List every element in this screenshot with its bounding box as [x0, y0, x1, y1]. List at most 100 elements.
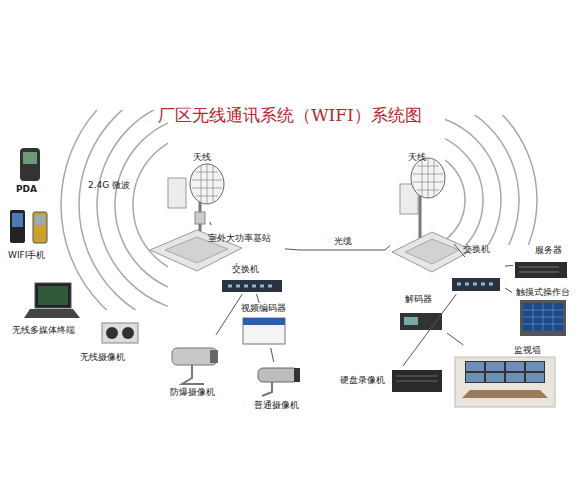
cable-line — [257, 294, 260, 303]
console-icon — [520, 300, 566, 336]
wave-arc — [61, 110, 168, 310]
switch-ports — [457, 283, 493, 286]
device-label: 无线多媒体终端 — [12, 325, 75, 336]
recorder-body — [392, 370, 442, 392]
server-body — [515, 262, 567, 278]
device-node: 监视墙 — [452, 345, 562, 409]
switch-body — [222, 280, 282, 292]
wave-arc — [445, 150, 465, 245]
cable-line — [403, 294, 457, 366]
cable-line — [271, 348, 274, 362]
room — [455, 357, 555, 407]
console-frame — [520, 300, 566, 336]
device-label: 解码器 — [405, 294, 432, 305]
cable-line — [216, 294, 242, 335]
wave-arc — [445, 132, 483, 245]
encoder-top — [243, 318, 285, 325]
device-label: 室外大功率基站 — [208, 233, 271, 244]
wall-tiles — [466, 362, 544, 382]
antenna-icon — [168, 164, 224, 238]
monitor-wall-icon — [455, 357, 555, 407]
device-label: 无线摄像机 — [80, 352, 125, 363]
pda-body — [20, 148, 40, 181]
camera-bracket — [182, 365, 204, 384]
device-node: 普通摄像机 — [248, 362, 310, 412]
explosion-proof-camera-icon — [172, 348, 218, 384]
dish-grid — [192, 164, 222, 204]
cable-line — [285, 246, 390, 250]
device-node: 天线 — [390, 150, 465, 275]
device-label: 天线 — [408, 152, 426, 163]
device-node: 服务器 — [513, 245, 573, 280]
cable-line — [447, 333, 463, 345]
device-node: 天线 — [165, 150, 230, 222]
radio-waves — [61, 110, 168, 310]
wave-arc — [445, 115, 537, 245]
device-label: 防爆摄像机 — [170, 387, 215, 398]
cable-line — [505, 265, 513, 267]
base-station-top — [405, 239, 459, 264]
device-label: 普通摄像机 — [254, 400, 299, 411]
switch-body — [452, 278, 500, 291]
grid-dish — [190, 164, 224, 204]
laptop-display — [38, 286, 68, 305]
cable-line — [210, 222, 211, 225]
device-label: WIFI手机 — [8, 250, 45, 261]
console-grid — [523, 303, 563, 331]
wave-arc — [115, 115, 168, 295]
laptop-base — [24, 309, 80, 318]
camera-front — [294, 368, 300, 382]
device-node: 室外大功率基站 — [150, 225, 285, 263]
device-node: 无线摄像机 — [78, 318, 142, 364]
camera-body — [102, 323, 138, 343]
pda-screen — [23, 152, 37, 164]
wireless-camera-icon — [102, 323, 138, 343]
phone-body — [10, 210, 25, 243]
camera-housing — [172, 348, 217, 365]
switch-ports — [228, 285, 272, 288]
diagram-title: 厂区无线通讯系统（WIFI）系统图 — [0, 104, 580, 127]
device-label: 天线 — [193, 152, 211, 163]
base-station-body — [392, 232, 472, 272]
grid-dish — [411, 158, 445, 198]
camera-housing — [258, 368, 298, 382]
wave-arc — [97, 110, 168, 310]
phone-body — [33, 212, 47, 243]
camera-bracket — [262, 382, 272, 396]
panel-antenna — [168, 178, 186, 208]
recorder-icon — [392, 370, 442, 392]
desk — [462, 390, 548, 398]
device-node: 硬盘录像机 — [340, 366, 445, 394]
device-node: 视频编码器 — [235, 303, 297, 348]
device-node: 无线多媒体终端 — [10, 278, 95, 338]
camera-lens — [122, 327, 134, 339]
device-label: 交换机 — [463, 244, 490, 255]
server-lines — [519, 267, 559, 272]
wave-arc — [445, 115, 501, 245]
device-label: 交换机 — [232, 264, 259, 275]
device-label: PDA — [16, 184, 37, 195]
console-screen — [523, 303, 563, 331]
phone-screen — [12, 213, 23, 227]
antenna-mount — [195, 212, 205, 224]
device-label: 服务器 — [535, 245, 562, 256]
server-icon — [515, 262, 567, 278]
wave-arc — [133, 133, 168, 277]
camera-lens — [106, 327, 118, 339]
device-node: WIFI手机 — [5, 205, 60, 263]
device-node: PDA — [12, 145, 46, 197]
device-label: 监视墙 — [514, 345, 541, 356]
camera-front — [210, 350, 218, 363]
encoder-icon — [243, 318, 285, 344]
wave-arc — [445, 115, 519, 245]
phone-screen — [35, 215, 45, 225]
device-node: 交换机 — [445, 244, 505, 294]
edge-label: 光缆 — [334, 236, 352, 247]
dish-grid — [413, 158, 443, 198]
switch-icon — [222, 280, 282, 292]
radio-waves — [445, 115, 537, 245]
switch-icon — [452, 278, 500, 291]
